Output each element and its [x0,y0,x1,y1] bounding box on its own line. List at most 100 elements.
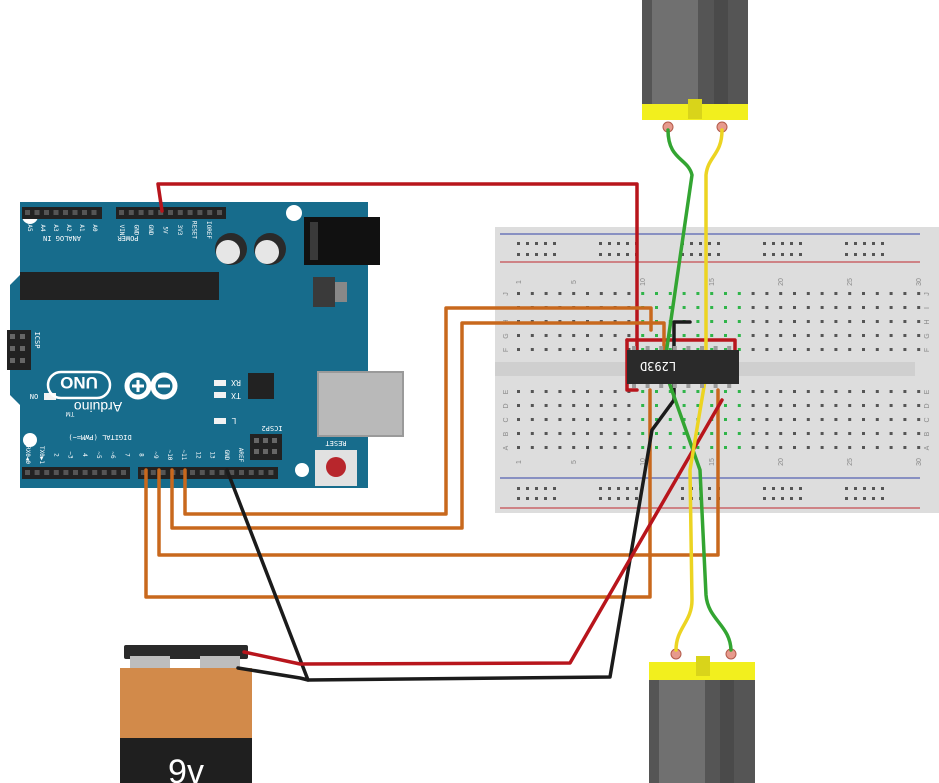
breadboard-hole [779,348,783,351]
header-pin [229,470,235,475]
atmega-chip [20,272,219,300]
breadboard-hole [517,404,520,407]
voltage-regulator [313,277,335,307]
reset-button [326,457,346,477]
row-letter: B [503,431,510,436]
breadboard-hole [544,404,548,407]
breadboard-hole [641,404,645,407]
breadboard-hole [599,348,603,351]
chip-leg [672,384,677,388]
rail-hole [517,487,520,490]
rx-label: RX [231,378,241,387]
breadboard-hole [779,306,783,309]
breadboard-hole [751,404,755,407]
header-pin [82,470,88,475]
breadboard-hole [641,446,645,449]
9v-battery-icon: 9v [120,645,252,783]
rail-hole [863,253,866,256]
mounting-hole [23,433,37,447]
icsp2-pin [272,449,277,454]
icsp-label-group: ICSP [33,332,41,349]
icsp2-pin [263,449,268,454]
breadboard-hole [848,390,852,393]
rail-hole [708,497,711,500]
rail-hole [872,253,875,256]
breadboard-hole [613,432,617,435]
chip-leg [632,346,636,350]
breadboard-hole [572,404,576,407]
breadboard-hole [903,334,907,337]
rail-hole [544,497,547,500]
breadboard-hole [655,390,658,393]
breadboard-hole [765,320,769,323]
breadboard-hole [737,446,741,449]
breadboard-hole [558,404,562,407]
breadboard-hole [586,418,589,421]
breadboard-hole [599,292,603,295]
breadboard-hole [724,446,727,449]
breadboard-hole [682,404,686,407]
breadboard-hole [889,418,893,421]
breadboard-hole [696,320,700,323]
breadboard-hole [724,348,727,351]
breadboard-hole [696,292,700,295]
rail-hole [544,253,547,256]
rail-hole [845,242,848,245]
header-pin [258,470,264,475]
row-letter: D [924,403,931,408]
on-led-label: ON [30,392,38,400]
breadboard-hole [765,390,769,393]
column-number: 15 [709,458,716,466]
breadboard-hole [710,446,714,449]
breadboard-hole [558,348,562,351]
breadboard-hole [875,446,879,449]
header-pin [44,470,50,475]
rail-hole [544,487,547,490]
rail-hole [526,487,529,490]
rail-hole [535,253,538,256]
breadboard-hole [765,418,769,421]
rail-hole [863,487,866,490]
usb-chip [248,373,274,399]
wire-5v-red [156,182,639,352]
header-pin [25,470,30,475]
breadboard-hole [834,292,838,295]
breadboard-hole [724,418,727,421]
power-pin-label: RESET [191,221,198,239]
breadboard-hole [875,404,879,407]
rail-hole [781,497,784,500]
column-number: 20 [778,458,785,466]
breadboard-hole [751,306,755,309]
breadboard-hole [848,348,852,351]
digital-header-label: DIGITAL (PWM=~) [68,433,131,441]
on-led [44,393,56,400]
breadboard-hole [820,306,824,309]
digital-pin-label: ~9 [152,451,159,459]
breadboard-hole [544,348,548,351]
breadboard-hole [917,446,921,449]
breadboard-hole [889,446,893,449]
breadboard-hole [586,432,589,435]
chip-leg [645,384,650,388]
column-number: 5 [571,460,578,464]
rail-hole [772,242,775,245]
rail-hole [854,497,857,500]
battery-label: 9v [168,753,204,783]
icsp2-pin [254,449,259,454]
rail-hole [708,253,711,256]
breadboard-hole [862,306,865,309]
icsp2-pin [254,438,259,443]
rail-hole [681,253,684,256]
chip-leg [700,384,704,388]
capacitor-top [216,240,240,264]
icsp-pin [10,334,15,339]
breadboard-hole [737,320,741,323]
rail-hole [626,487,629,490]
wire-orange-pin8 [144,388,652,599]
rail-hole [690,242,693,245]
breadboard-hole [517,446,520,449]
rail-hole [781,487,784,490]
rail-hole [699,253,702,256]
column-number: 30 [916,458,923,466]
